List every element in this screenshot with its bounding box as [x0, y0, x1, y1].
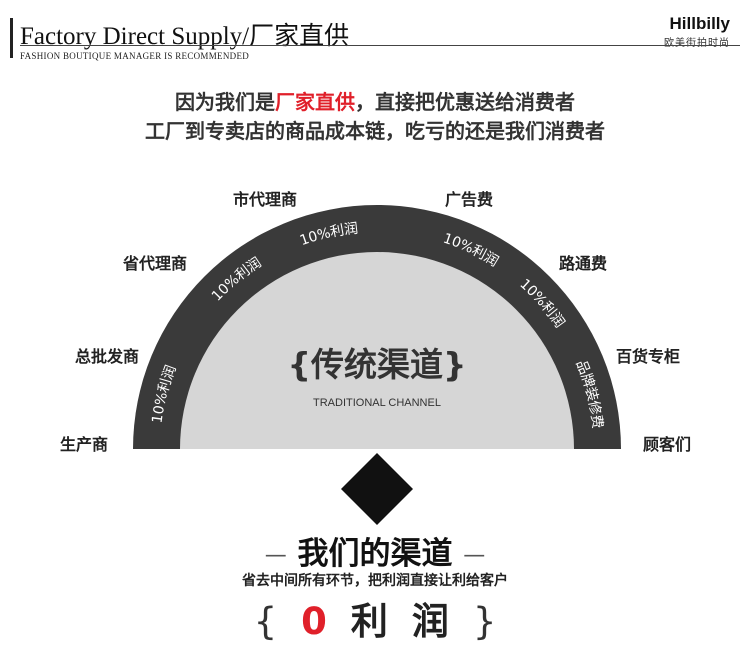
inner-semicircle	[180, 252, 574, 449]
headline-highlight: 厂家直供	[275, 90, 355, 114]
diamond-marker	[341, 453, 413, 525]
headline-line-2: 工厂到专卖店的商品成本链，吃亏的还是我们消费者	[145, 119, 605, 143]
label-road-fee: 路通费	[559, 254, 608, 273]
traditional-subtitle: TRADITIONAL CHANNEL	[313, 397, 441, 409]
label-customers: 顾客们	[643, 435, 692, 454]
headline-post: ，直接把优惠送给消费者	[355, 90, 575, 114]
brand-logo: Hillbilly	[669, 14, 730, 33]
our-channel-title-text: 我们的渠道	[297, 536, 453, 572]
profit-char-run: 润	[411, 600, 449, 643]
label-city-agent: 市代理商	[233, 190, 298, 209]
header-subtitle: FASHION BOUTIQUE MANAGER IS RECOMMENDED	[20, 51, 250, 61]
label-provincial-agent: 省代理商	[123, 254, 188, 273]
header-divider	[20, 45, 740, 46]
label-general-wholesaler: 总批发商	[75, 347, 140, 366]
traditional-title: {传统渠道}	[288, 345, 467, 384]
headline-line-1: 因为我们是厂家直供，直接把优惠送给消费者	[0, 86, 750, 115]
brand-subtitle: 欧美街拍时尚	[664, 38, 730, 49]
headline-pre: 因为我们是	[175, 90, 275, 114]
label-producer: 生产商	[60, 435, 109, 454]
our-channel-title: — 我们的渠道 —	[0, 528, 750, 573]
zero-value: 0	[301, 600, 327, 643]
brace-close: }	[472, 600, 497, 643]
label-advertising-fee: 广告费	[445, 190, 494, 209]
our-channel-description: 省去中间所有环节，把利润直接让利给客户	[242, 573, 508, 589]
title-dash-right: —	[463, 543, 486, 568]
profit-char-li: 利	[350, 600, 388, 643]
label-department-counter: 百货专柜	[616, 347, 681, 366]
header-accent-bar	[10, 18, 13, 58]
title-dash-left: —	[264, 543, 287, 568]
brace-open: {	[253, 600, 278, 643]
